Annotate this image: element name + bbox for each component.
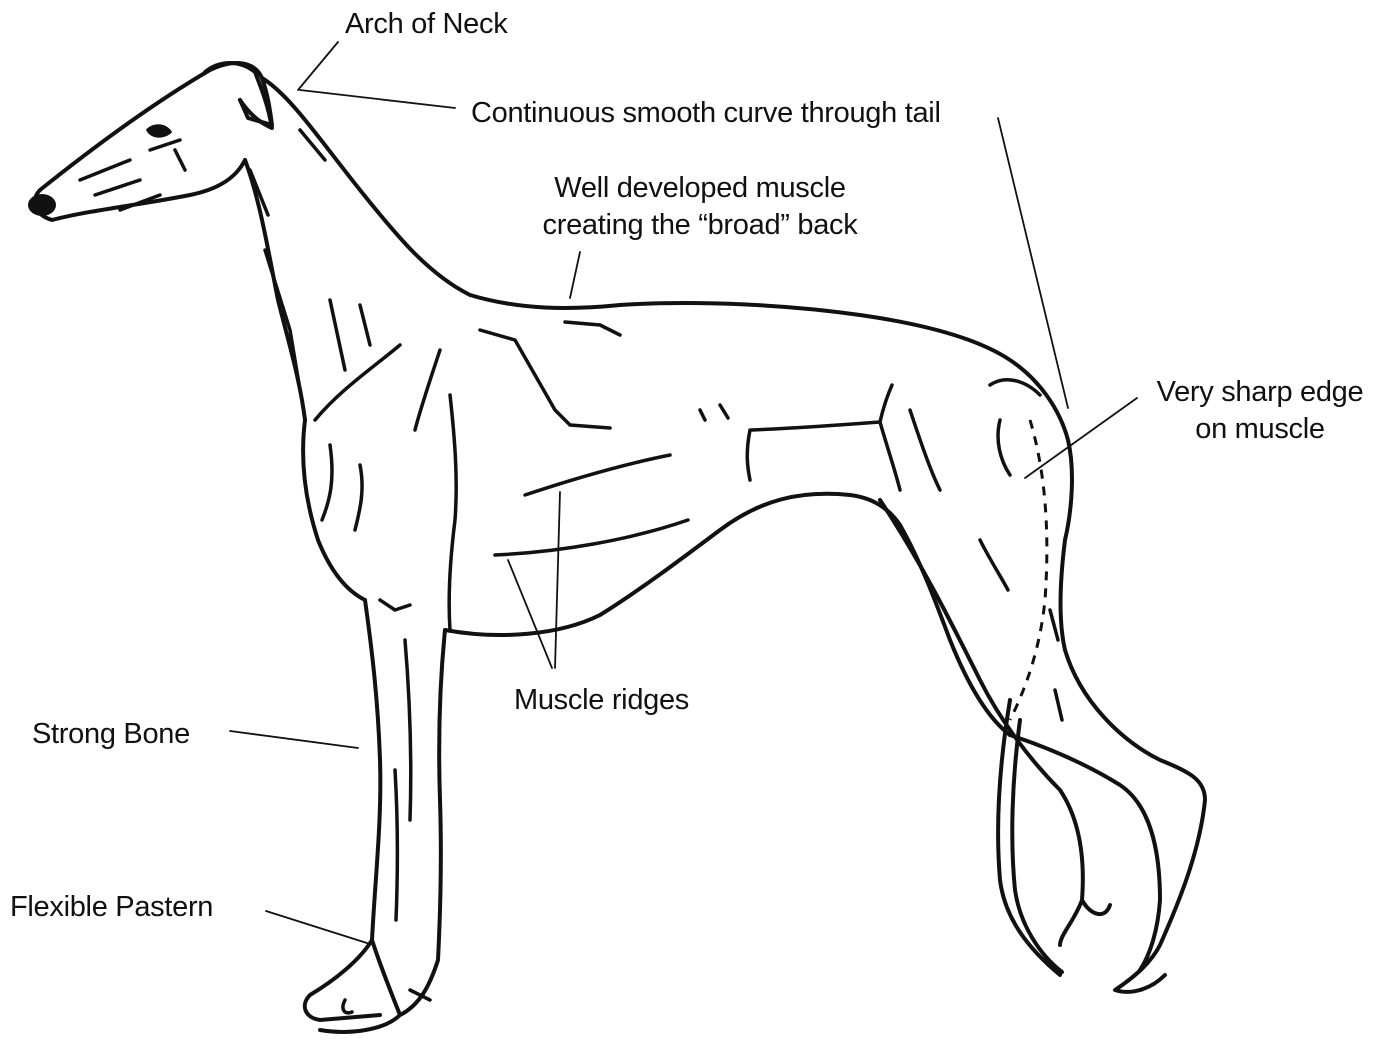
nose <box>28 194 56 216</box>
front-leg-front <box>305 600 381 1020</box>
topline <box>620 303 1072 540</box>
underline <box>445 494 900 635</box>
label-flexible-pastern: Flexible Pastern <box>10 889 213 926</box>
neck-detail-lines <box>250 130 370 390</box>
ear <box>205 63 272 128</box>
label-strong-bone: Strong Bone <box>32 716 190 753</box>
leader-muscle-ridges-1 <box>508 560 552 668</box>
back-muscle-marks <box>565 322 728 420</box>
chest <box>303 420 365 600</box>
leader-smooth-curve-right <box>998 118 1068 408</box>
leader-strong-bone <box>230 731 358 748</box>
leader-smooth-curve-left <box>300 90 455 108</box>
muscle-ridge-2 <box>495 520 688 555</box>
label-smooth-curve: Continuous smooth curve through tail <box>471 95 941 132</box>
sharp-edge-dashed-line <box>1010 420 1047 720</box>
shoulder-lines <box>315 345 456 630</box>
label-sharp-edge-line1: Very sharp edge <box>1140 374 1380 411</box>
label-muscle-ridges: Muscle ridges <box>514 682 689 719</box>
label-broad-back-line1: Well developed muscle <box>520 170 880 207</box>
scapula-ridge <box>480 330 610 428</box>
thigh-muscle-lines <box>910 380 1062 720</box>
leader-sharp-edge <box>1025 398 1137 478</box>
leader-broad-back <box>570 252 580 298</box>
front-leg-details <box>343 600 430 1013</box>
eye <box>148 126 170 136</box>
label-arch-of-neck: Arch of Neck <box>345 6 507 43</box>
label-broad-back: Well developed muscle creating the “broa… <box>520 170 880 244</box>
label-sharp-edge-line2: on muscle <box>1140 411 1380 448</box>
flank-lines <box>747 385 900 490</box>
label-sharp-edge: Very sharp edge on muscle <box>1140 374 1380 448</box>
leader-arch-of-neck <box>298 42 338 90</box>
muscle-ridge-1 <box>525 455 670 495</box>
neck-front <box>245 160 305 420</box>
leader-muscle-ridges-2 <box>555 492 560 668</box>
label-broad-back-line2: creating the “broad” back <box>520 207 880 244</box>
leader-flexible-pastern <box>266 911 370 944</box>
